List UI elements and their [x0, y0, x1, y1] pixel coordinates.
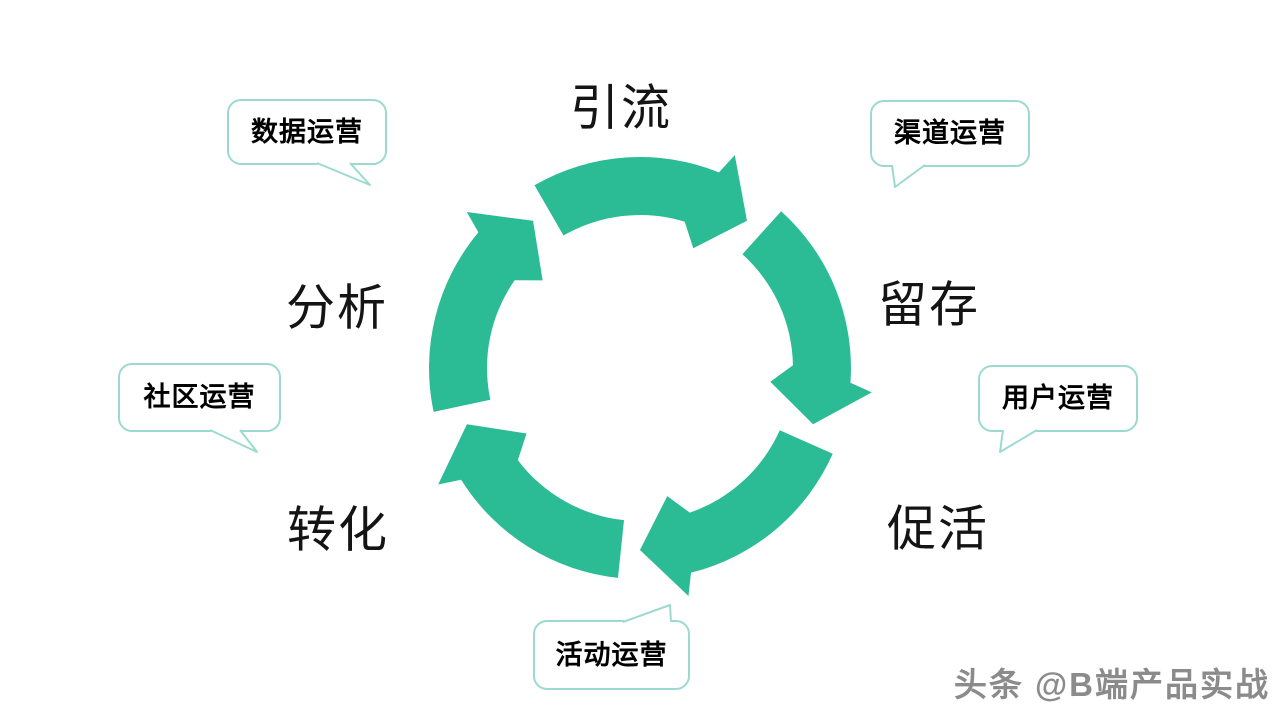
watermark: 头条 @B端产品实战: [953, 666, 1270, 703]
cycle-arrow-top: [534, 155, 747, 249]
callout-tail: [622, 604, 672, 623]
callout-channel-operations-label: 渠道运营: [894, 118, 1006, 148]
stage-label-activation: 促活: [886, 502, 990, 557]
stage-label-attract: 引流: [569, 81, 673, 136]
callout-tail: [316, 162, 371, 186]
callout-user-operations-label: 用户运营: [1002, 383, 1114, 413]
callout-tail: [999, 429, 1038, 453]
cycle-arrow-bottom-right: [623, 402, 851, 604]
cycle-arrow-right: [721, 201, 876, 433]
callout-activity-operations-label: 活动运营: [555, 639, 668, 670]
callout-community-operations-label: 社区运营: [143, 382, 256, 412]
cycle-arrow-left: [404, 200, 560, 432]
stage-label-analysis: 分析: [285, 281, 389, 336]
callout-tail: [209, 429, 258, 453]
callout-channel-operations: 渠道运营: [870, 100, 1030, 167]
callout-data-operations: 数据运营: [227, 99, 387, 165]
callout-community-operations: 社区运营: [118, 363, 281, 432]
stage-label-retention: 留存: [877, 278, 981, 333]
callout-tail: [891, 164, 926, 188]
callout-user-operations: 用户运营: [978, 365, 1138, 432]
stage-label-conversion: 转化: [286, 503, 390, 558]
callout-data-operations-label: 数据运营: [251, 116, 363, 147]
cycle-arrow-bottom-left: [428, 401, 655, 603]
cycle-diagram: [404, 155, 876, 604]
callout-activity-operations: 活动运营: [533, 620, 690, 690]
